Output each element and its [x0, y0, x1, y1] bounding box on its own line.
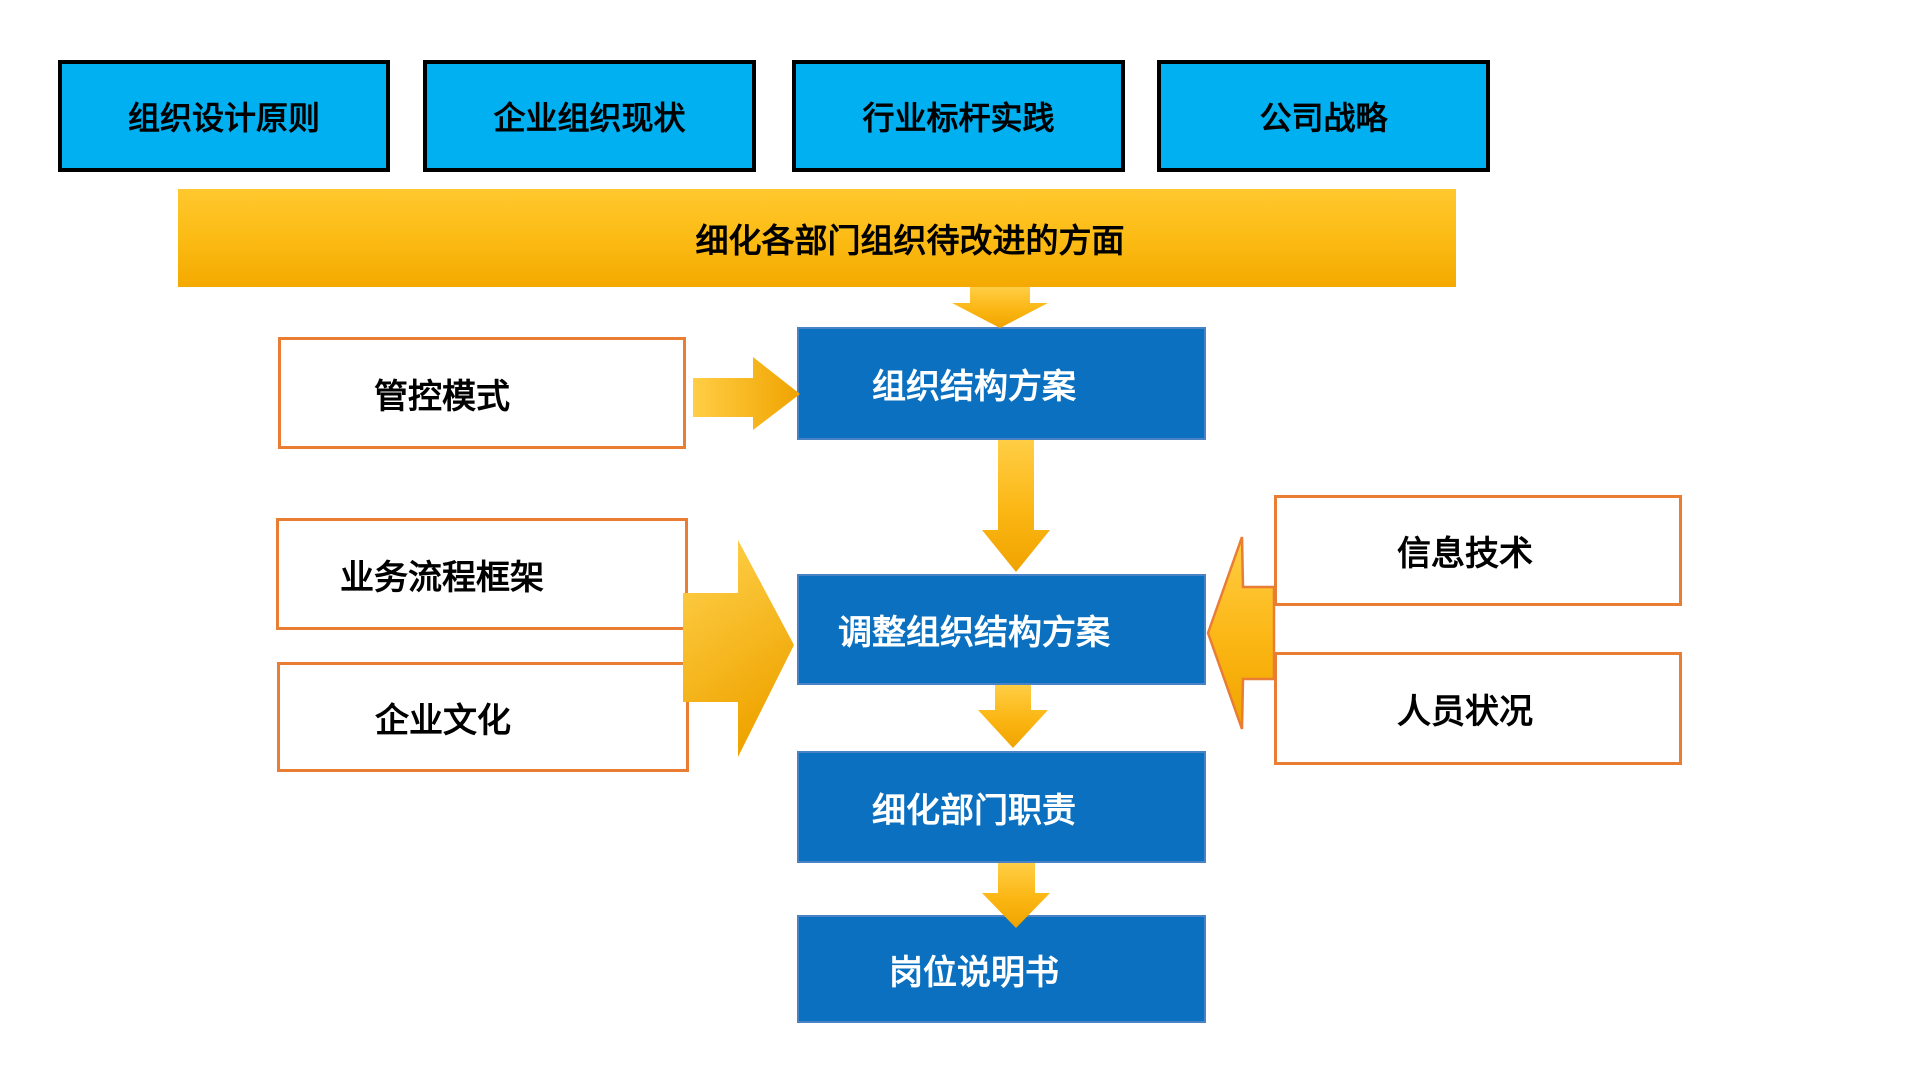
control-mode-right-arrow: [693, 357, 800, 430]
right-merge-left-arrow: [1206, 536, 1276, 730]
step-box-label: 岗位说明书: [889, 953, 1059, 992]
input-box-industry-benchmark: 行业标杆实践: [792, 60, 1125, 172]
input-box-company-strategy: 公司战略: [1157, 60, 1490, 172]
banner-label: 细化各部门组织待改进的方面: [695, 222, 1125, 259]
step-box-job-description: 岗位说明书: [797, 915, 1206, 1023]
side-box-control-mode: 管控模式: [278, 337, 686, 449]
step-box-adjust-structure-plan: 调整组织结构方案: [797, 574, 1206, 685]
step-box-label: 细化部门职责: [872, 791, 1076, 830]
side-box-business-process-framework: 业务流程框架: [276, 518, 688, 630]
banner-improvement-aspects: 细化各部门组织待改进的方面: [178, 189, 1456, 287]
input-box-label: 公司战略: [1259, 100, 1388, 136]
side-box-label: 企业文化: [375, 701, 511, 740]
side-box-label: 管控模式: [374, 377, 510, 416]
input-box-design-principles: 组织设计原则: [58, 60, 390, 172]
step-box-label: 组织结构方案: [872, 368, 1076, 406]
input-box-label: 组织设计原则: [127, 100, 320, 136]
step-box-label: 调整组织结构方案: [838, 614, 1110, 652]
side-box-label: 业务流程框架: [340, 558, 544, 597]
input-box-current-organization: 企业组织现状: [423, 60, 756, 172]
banner-down-arrow: [952, 287, 1048, 328]
side-box-information-technology: 信息技术: [1274, 495, 1682, 606]
side-box-label: 信息技术: [1397, 535, 1533, 573]
side-box-corporate-culture: 企业文化: [277, 662, 689, 772]
step-box-structure-plan: 组织结构方案: [797, 327, 1206, 440]
left-merge-right-arrow: [683, 540, 794, 757]
structure-to-adjust-down-arrow: [982, 440, 1050, 572]
adjust-to-detail-down-arrow: [978, 685, 1048, 748]
input-box-label: 行业标杆实践: [862, 100, 1055, 136]
side-box-label: 人员状况: [1397, 693, 1533, 731]
input-box-label: 企业组织现状: [493, 100, 686, 136]
side-box-personnel-status: 人员状况: [1274, 652, 1682, 765]
step-box-detail-department-duties: 细化部门职责: [797, 751, 1206, 863]
